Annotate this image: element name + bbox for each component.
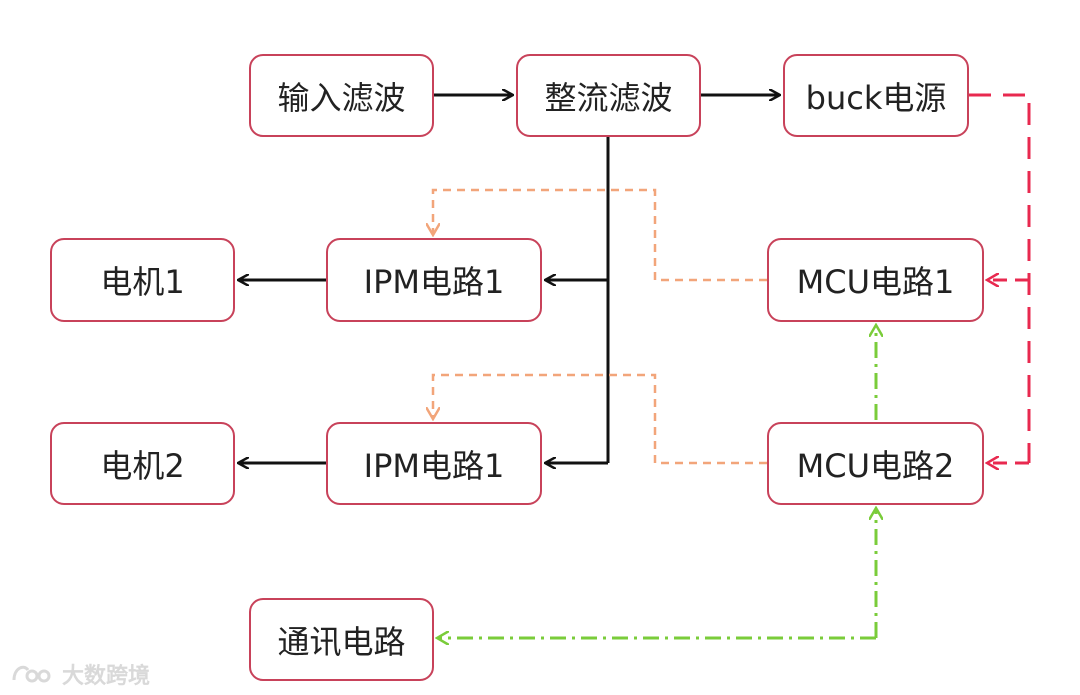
node-mcu2: MCU电路2 [767, 422, 984, 505]
node-motor2: 电机2 [50, 422, 235, 505]
watermark: 大数跨境 [10, 658, 150, 690]
edge-mcu2-to-ipm2 [433, 373, 767, 465]
node-input-filter: 输入滤波 [249, 54, 434, 137]
edge-buck-to-mcu-bus [969, 93, 1031, 463]
node-buck-power: buck电源 [783, 54, 969, 137]
node-rectifier-filter: 整流滤波 [516, 54, 701, 137]
brand-logo-icon [12, 665, 51, 683]
node-motor1: 电机1 [50, 238, 235, 322]
edge-mcu1-to-ipm1 [433, 188, 767, 282]
node-ipm1: IPM电路1 [326, 238, 542, 322]
node-comm: 通讯电路 [249, 598, 434, 681]
node-ipm2: IPM电路1 [326, 422, 542, 505]
node-mcu1: MCU电路1 [767, 238, 984, 322]
watermark-text: 大数跨境 [62, 664, 151, 689]
